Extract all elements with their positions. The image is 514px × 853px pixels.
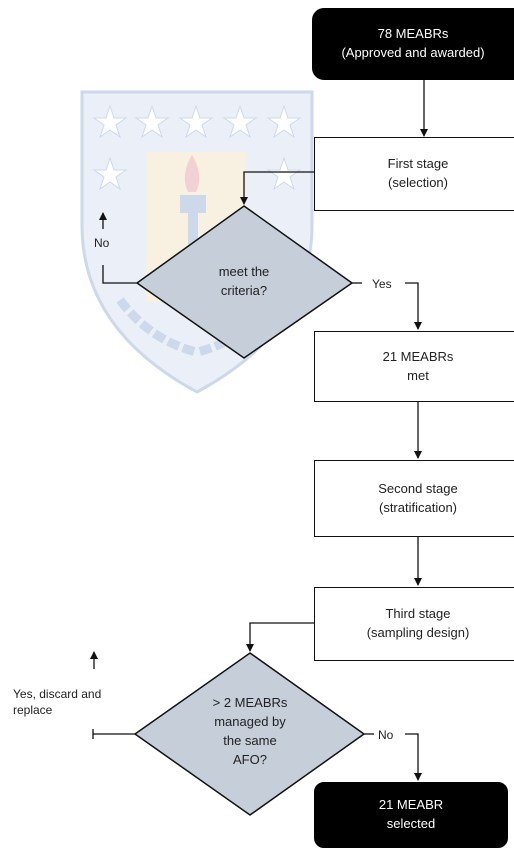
second-stage-title: Second stage xyxy=(378,480,458,496)
third-stage-subtitle: (sampling design) xyxy=(366,625,470,640)
met-subtitle: met xyxy=(407,367,429,383)
first-stage-subtitle: (selection) xyxy=(388,175,448,190)
decision2-yes-line2: replace xyxy=(13,703,53,718)
decision2-line4: AFO? xyxy=(233,751,267,767)
decision1-label: meet the criteria? xyxy=(184,263,304,301)
decision1-line1: meet the xyxy=(218,264,270,279)
end-node: 21 MEABR selected xyxy=(314,782,508,848)
decision2-line2: managed by xyxy=(214,713,286,729)
start-count: 78 MEABRs xyxy=(377,26,449,42)
arrow-first-to-decision1 xyxy=(240,171,314,205)
third-stage-box: Third stage (sampling design) xyxy=(314,587,514,661)
met-box: 21 MEABRs met xyxy=(314,331,514,402)
decision2-line3: the same xyxy=(223,732,277,748)
decision1-yes-label: Yes xyxy=(372,277,392,291)
decision2-yes-line1: Yes, discard and xyxy=(13,687,102,701)
decision1-no-label: No xyxy=(94,236,110,250)
second-stage-subtitle: (stratification) xyxy=(378,499,458,515)
start-subtitle: (Approved and awarded) xyxy=(341,45,485,60)
decision2-yes-label: Yes, discard and replace xyxy=(13,686,101,718)
decision2-line1: > 2 MEABRs xyxy=(212,695,288,710)
second-stage-box: Second stage (stratification) xyxy=(314,460,514,537)
first-stage-box: First stage (selection) xyxy=(314,137,514,211)
first-stage-title: First stage xyxy=(387,156,449,172)
decision1-line2: criteria? xyxy=(220,282,268,298)
third-stage-title: Third stage xyxy=(385,606,451,622)
end-subtitle: selected xyxy=(386,816,436,831)
decision2-diamond xyxy=(133,652,366,816)
met-count: 21 MEABRs xyxy=(382,348,454,364)
decision2-label: > 2 MEABRs managed by the same AFO? xyxy=(190,694,310,769)
arrow-third-to-decision2 xyxy=(246,622,314,652)
decision2-no-label: No xyxy=(378,728,394,742)
decision1-diamond xyxy=(135,205,354,359)
end-count: 21 MEABR xyxy=(378,797,444,813)
arrow-decision1-yes xyxy=(405,282,422,330)
arrow-decision2-no xyxy=(405,733,422,781)
line-decision1-no xyxy=(102,265,137,284)
start-node: 78 MEABRs (Approved and awarded) xyxy=(312,8,514,80)
